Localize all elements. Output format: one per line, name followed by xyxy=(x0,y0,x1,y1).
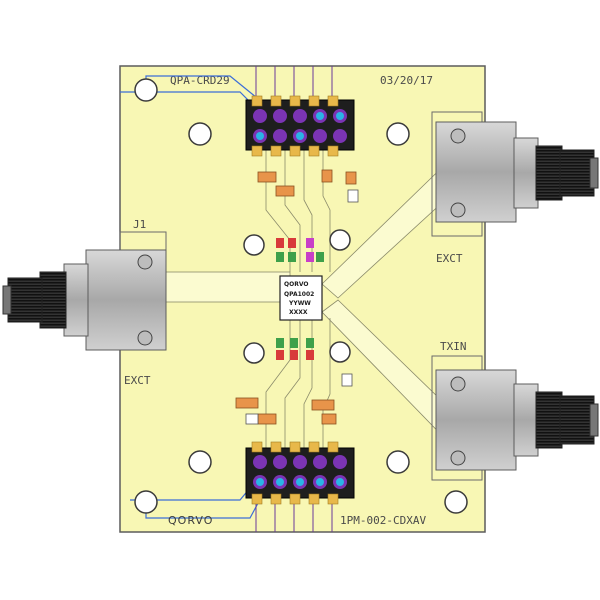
ic-chip-icon: QORVO QPA1002 YYWW XXXX xyxy=(279,275,323,321)
smd-parts-bottom xyxy=(276,338,314,360)
chip-line3: XXXX xyxy=(289,309,308,316)
chip-part: QPA1002 xyxy=(284,291,314,298)
passive-components xyxy=(245,189,359,425)
capacitors xyxy=(235,169,357,425)
sma-connector-icon xyxy=(431,111,599,237)
sma-connector-icon xyxy=(2,231,167,351)
mounting-hole-icon xyxy=(134,78,468,514)
board-top-label: QPA-CRD29 xyxy=(170,74,230,87)
sma-connector-icon xyxy=(431,355,599,481)
port-j1-label: J1 xyxy=(133,218,146,231)
port-exct-left-label: EXCT xyxy=(124,374,151,387)
pin-header-icon xyxy=(245,441,355,505)
chip-line2: YYWW xyxy=(288,300,311,307)
smd-parts-top xyxy=(276,238,324,262)
pin-header-icon xyxy=(245,95,355,157)
port-txin-label: TXIN xyxy=(440,340,467,353)
chip-logo: QORVO xyxy=(284,281,308,288)
board-date-code: 03/20/17 xyxy=(380,74,433,87)
board-part-number: 1PM-002-CDXAV xyxy=(340,514,426,527)
board-brand: QORVO xyxy=(168,514,213,527)
port-exct-right-label: EXCT xyxy=(436,252,463,265)
